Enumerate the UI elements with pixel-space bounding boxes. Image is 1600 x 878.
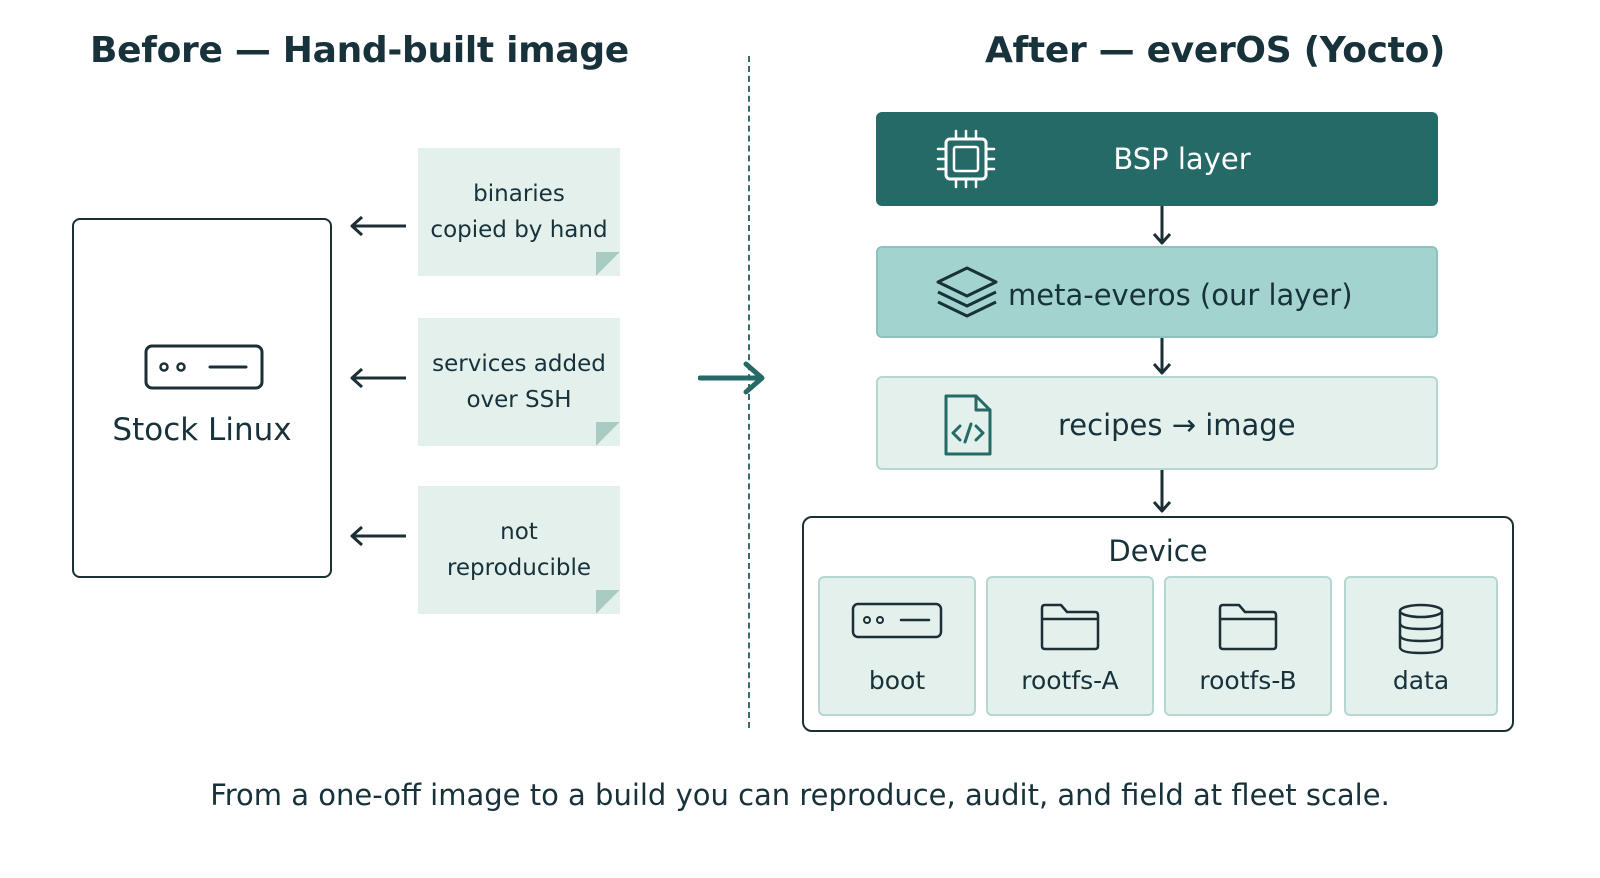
database-icon: [1346, 602, 1496, 656]
right-arrow-icon: [697, 358, 768, 402]
layers-icon: [934, 264, 1000, 328]
down-arrow-icon: [1151, 206, 1173, 250]
partition-label: rootfs-A: [1021, 666, 1119, 695]
down-arrow-icon: [1151, 470, 1173, 518]
caption: From a one-off image to a build you can …: [210, 778, 1390, 812]
recipes-label: recipes → image: [1058, 408, 1296, 442]
sticky-note: not reproducible: [418, 486, 620, 614]
folder-icon: [1166, 602, 1330, 652]
note-line: over SSH: [466, 387, 572, 413]
partition-rootfs-a: rootfs-A: [986, 576, 1154, 716]
left-arrow-icon: [348, 215, 408, 241]
partition-label: rootfs-B: [1199, 666, 1297, 695]
server-icon: [820, 602, 974, 640]
chip-icon: [934, 128, 998, 194]
left-arrow-icon: [348, 525, 408, 551]
note-line: binaries: [473, 181, 565, 207]
meta-everos-label: meta-everos (our layer): [1008, 278, 1353, 312]
server-icon: [144, 344, 264, 396]
partition-rootfs-b: rootfs-B: [1164, 576, 1332, 716]
partition-boot: boot: [818, 576, 976, 716]
sticky-note: binaries copied by hand: [418, 148, 620, 276]
down-arrow-icon: [1151, 338, 1173, 380]
left-arrow-icon: [348, 367, 408, 393]
note-line: reproducible: [446, 555, 592, 581]
stock-linux-label: Stock Linux: [112, 412, 292, 448]
stock-linux-box: Stock Linux: [72, 218, 332, 578]
partition-label: boot: [868, 666, 926, 695]
note-line: services added: [432, 351, 606, 377]
note-fold: [596, 590, 620, 614]
note-fold: [596, 422, 620, 446]
device-box: Device boot rootfs-A rootf: [802, 516, 1514, 732]
recipes-layer: recipes → image: [876, 376, 1438, 470]
before-title: Before — Hand-built image: [90, 30, 629, 71]
note-line: copied by hand: [430, 217, 608, 243]
after-title: After — everOS (Yocto): [985, 30, 1446, 71]
sticky-note: services added over SSH: [418, 318, 620, 446]
partition-label: data: [1392, 666, 1450, 695]
meta-everos-layer: meta-everos (our layer): [876, 246, 1438, 338]
partition-data: data: [1344, 576, 1498, 716]
bsp-layer: BSP layer: [876, 112, 1438, 206]
note-fold: [596, 252, 620, 276]
note-line: not: [500, 519, 538, 545]
folder-icon: [988, 602, 1152, 652]
device-title: Device: [1108, 534, 1208, 568]
bsp-layer-label: BSP layer: [1113, 142, 1251, 176]
code-file-icon: [940, 392, 996, 462]
